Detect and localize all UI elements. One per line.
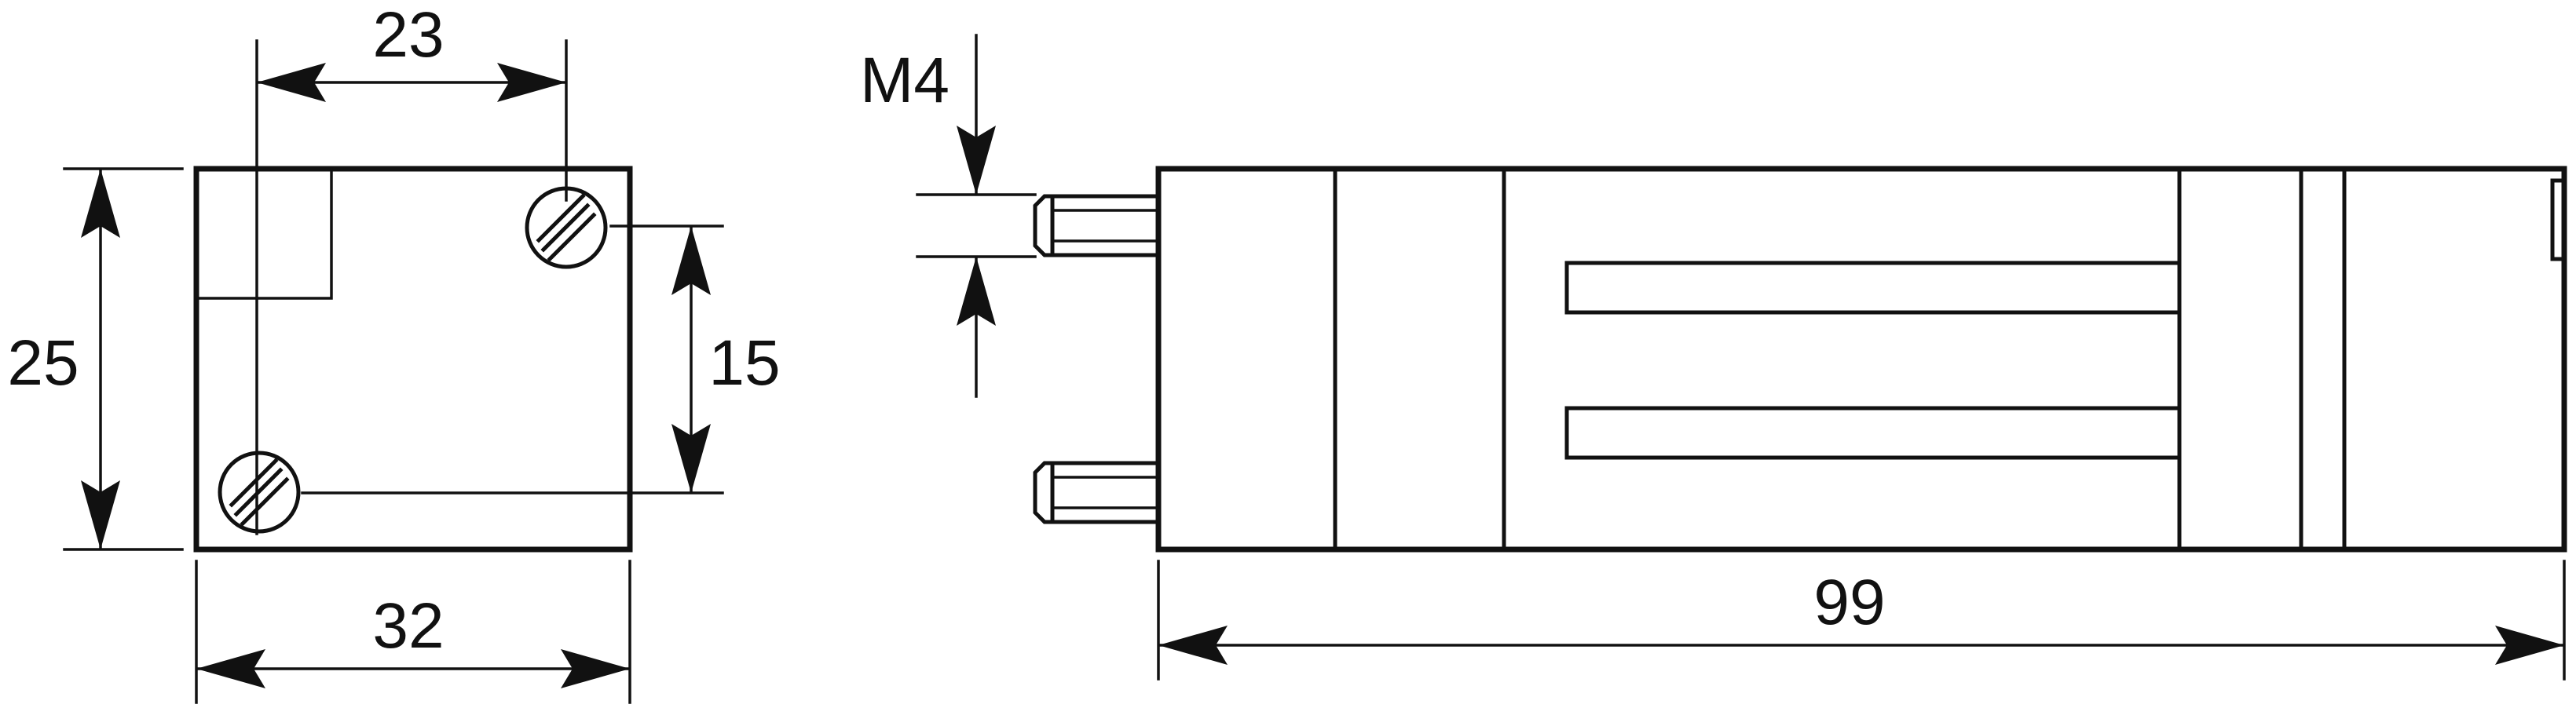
dimension-32: 32	[196, 590, 630, 688]
dim-label-23: 23	[372, 0, 444, 71]
side-view: M4 99	[860, 34, 2567, 681]
side-slot-lower	[1564, 406, 2182, 460]
threaded-stud-bottom	[1033, 461, 1161, 524]
thread-callout-m4: M4	[860, 34, 1037, 398]
front-body-outline	[193, 166, 633, 553]
mounting-hole-bottom-left	[218, 451, 301, 534]
side-end-tab	[2550, 178, 2567, 261]
dim-label-99: 99	[1813, 567, 1885, 638]
threaded-stud-top	[1033, 194, 1161, 257]
dimension-25: 25	[7, 169, 120, 549]
dimension-99: 99	[1158, 567, 2564, 665]
dimension-15: 15	[671, 226, 781, 493]
side-body-outline	[1155, 166, 2567, 553]
dim-label-25: 25	[7, 327, 79, 399]
dimension-23: 23	[257, 0, 566, 102]
side-slot-upper	[1564, 261, 2182, 315]
dim-label-15: 15	[708, 327, 780, 399]
front-inner-recess	[195, 167, 333, 300]
dim-label-32: 32	[372, 590, 444, 662]
front-view: 23 25 15 32	[7, 0, 781, 704]
thread-label-m4: M4	[860, 45, 950, 116]
